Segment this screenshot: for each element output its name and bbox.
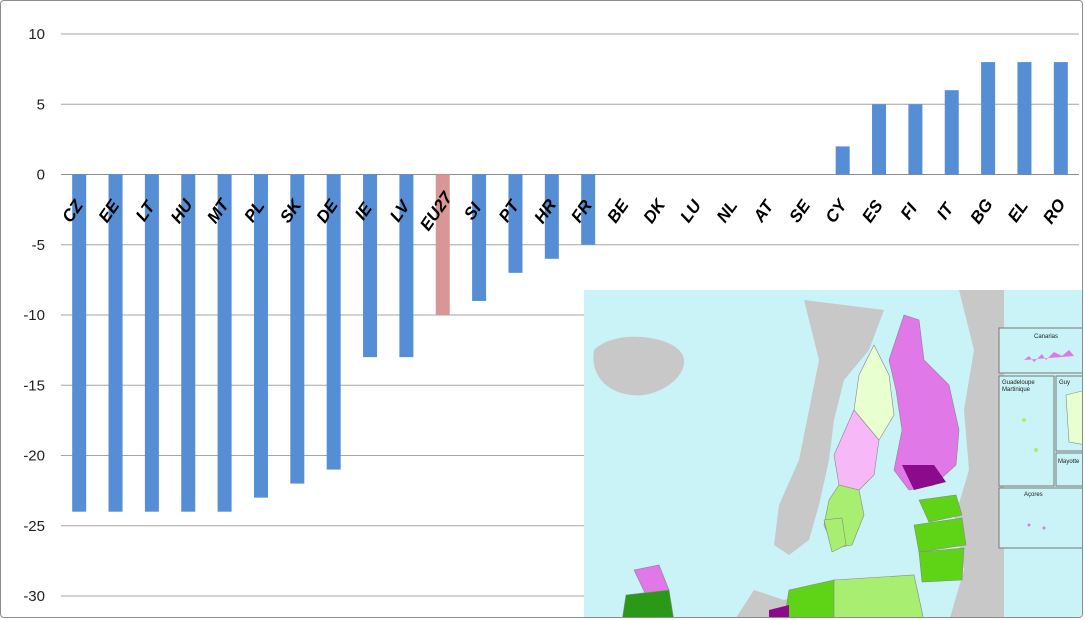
category-label: NL: [713, 197, 742, 226]
martinique-island: [1034, 448, 1038, 452]
inset-mayotte-box: [1055, 452, 1082, 487]
map-poland: [824, 574, 924, 617]
bar-ee: [108, 174, 123, 512]
bar-si: [472, 174, 487, 301]
category-label: IT: [933, 198, 958, 223]
y-tick-label: -15: [23, 377, 45, 394]
bar-sk: [290, 174, 305, 484]
category-label: ES: [858, 196, 887, 226]
y-tick-label: 0: [37, 167, 45, 184]
bar-pt: [508, 174, 523, 273]
guyane-land: [1065, 390, 1082, 445]
map-ireland-south: [622, 589, 674, 617]
inset-acores-label: Açores: [1024, 492, 1043, 498]
map-denmark: [823, 517, 847, 553]
bar-cy: [835, 146, 850, 175]
bar-series: [72, 62, 1068, 512]
bar-lv: [399, 174, 414, 358]
map-netherlands: [769, 605, 789, 617]
inset-canarias-box: [998, 327, 1082, 374]
bar-hu: [181, 174, 196, 512]
bar-cz: [72, 174, 87, 512]
map-finland: [888, 314, 960, 491]
category-label: SE: [786, 196, 815, 226]
map-germany-north: [784, 579, 835, 617]
acores-island: [1027, 523, 1031, 527]
bar-it: [944, 90, 959, 175]
map-finland-south: [902, 465, 946, 490]
map-lithuania: [918, 547, 965, 583]
bar-es: [872, 104, 887, 175]
inset-guadeloupe-box: [998, 375, 1055, 487]
europe-map: Canarias Guadeloupe Martinique Guy Mayot…: [593, 290, 1082, 617]
y-tick-label: -10: [23, 307, 45, 324]
acores-island: [1042, 526, 1046, 530]
map-latvia: [913, 517, 967, 553]
category-label: EU27: [416, 187, 457, 234]
category-label: BG: [967, 195, 997, 227]
category-label: DK: [640, 194, 671, 226]
bar-pl: [253, 174, 268, 498]
y-tick-label: 10: [28, 26, 45, 43]
map-inset: Canarias Guadeloupe Martinique Guy Mayot…: [584, 290, 1082, 617]
category-label: CY: [822, 195, 852, 227]
inset-canarias-label: Canarias: [1034, 334, 1058, 340]
map-norway: [774, 300, 884, 555]
y-axis-ticks: 10 5 0 -5 -10 -15 -20 -25 -30: [23, 26, 45, 605]
bar-mt: [217, 174, 232, 512]
inset-acores-box: [998, 487, 1082, 549]
category-label: BE: [603, 196, 632, 227]
category-label: LU: [676, 196, 705, 226]
y-tick-label: -5: [32, 237, 45, 254]
category-label: AT: [749, 196, 778, 227]
inset-guadeloupe-label: Guadeloupe: [1002, 380, 1035, 386]
bar-de: [326, 174, 341, 470]
bar-el: [1017, 62, 1032, 175]
bar-hr: [544, 174, 559, 259]
y-tick-label: 5: [37, 96, 45, 113]
bar-eu27: [435, 174, 450, 315]
inset-guyane-label: Guy: [1059, 380, 1070, 386]
bar-bg: [981, 62, 996, 175]
map-estonia: [918, 494, 963, 523]
category-label: FI: [897, 199, 922, 223]
category-label: EL: [1004, 197, 1032, 226]
bar-ie: [363, 174, 378, 358]
inset-mayotte-label: Mayotte: [1058, 459, 1080, 465]
guadeloupe-island: [1022, 418, 1026, 422]
map-iceland: [593, 336, 685, 396]
inset-martinique-label: Martinique: [1002, 387, 1031, 393]
bar-fi: [908, 104, 923, 175]
y-tick-label: -30: [23, 588, 45, 605]
category-label: RO: [1039, 195, 1069, 227]
canarias-islands: [1024, 350, 1074, 362]
bar-fr: [581, 174, 596, 245]
bar-lt: [144, 174, 159, 512]
y-tick-label: -20: [23, 448, 45, 465]
y-tick-label: -25: [23, 518, 45, 535]
bar-ro: [1053, 62, 1068, 175]
